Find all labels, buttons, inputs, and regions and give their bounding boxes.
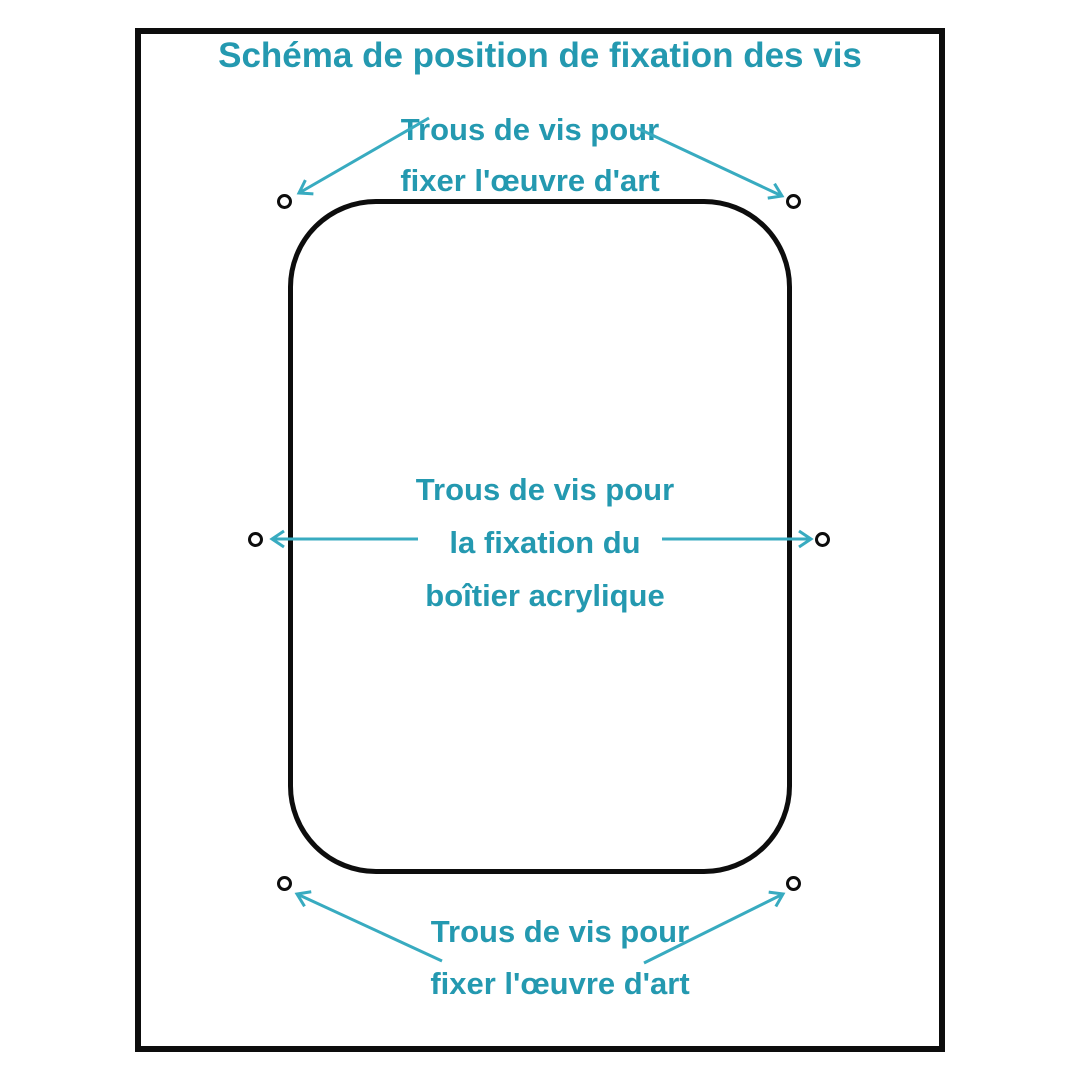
annotation-line: la fixation du bbox=[449, 525, 641, 560]
annotation-middle-screw-holes: Trous de vis pour la fixation du boîtier… bbox=[345, 463, 745, 622]
annotation-line: fixer l'œuvre d'art bbox=[400, 163, 660, 198]
screw-hole-bottom-left bbox=[277, 876, 292, 891]
annotation-line: Trous de vis pour bbox=[415, 472, 675, 507]
screw-hole-top-right bbox=[786, 194, 801, 209]
screw-hole-top-left bbox=[277, 194, 292, 209]
annotation-top-screw-holes: Trous de vis pour fixer l'œuvre d'art bbox=[330, 104, 730, 206]
annotation-bottom-screw-holes: Trous de vis pour fixer l'œuvre d'art bbox=[360, 906, 760, 1010]
annotation-line: Trous de vis pour bbox=[400, 112, 660, 147]
annotation-line: boîtier acrylique bbox=[425, 578, 665, 613]
annotation-line: fixer l'œuvre d'art bbox=[430, 966, 690, 1001]
artwork-plate-outline bbox=[288, 199, 792, 874]
page-title: Schéma de position de fixation des vis bbox=[218, 36, 862, 75]
diagram-border-frame bbox=[135, 28, 945, 1052]
screw-hole-middle-right bbox=[815, 532, 830, 547]
screw-hole-bottom-right bbox=[786, 876, 801, 891]
screw-hole-middle-left bbox=[248, 532, 263, 547]
annotation-line: Trous de vis pour bbox=[430, 914, 690, 949]
